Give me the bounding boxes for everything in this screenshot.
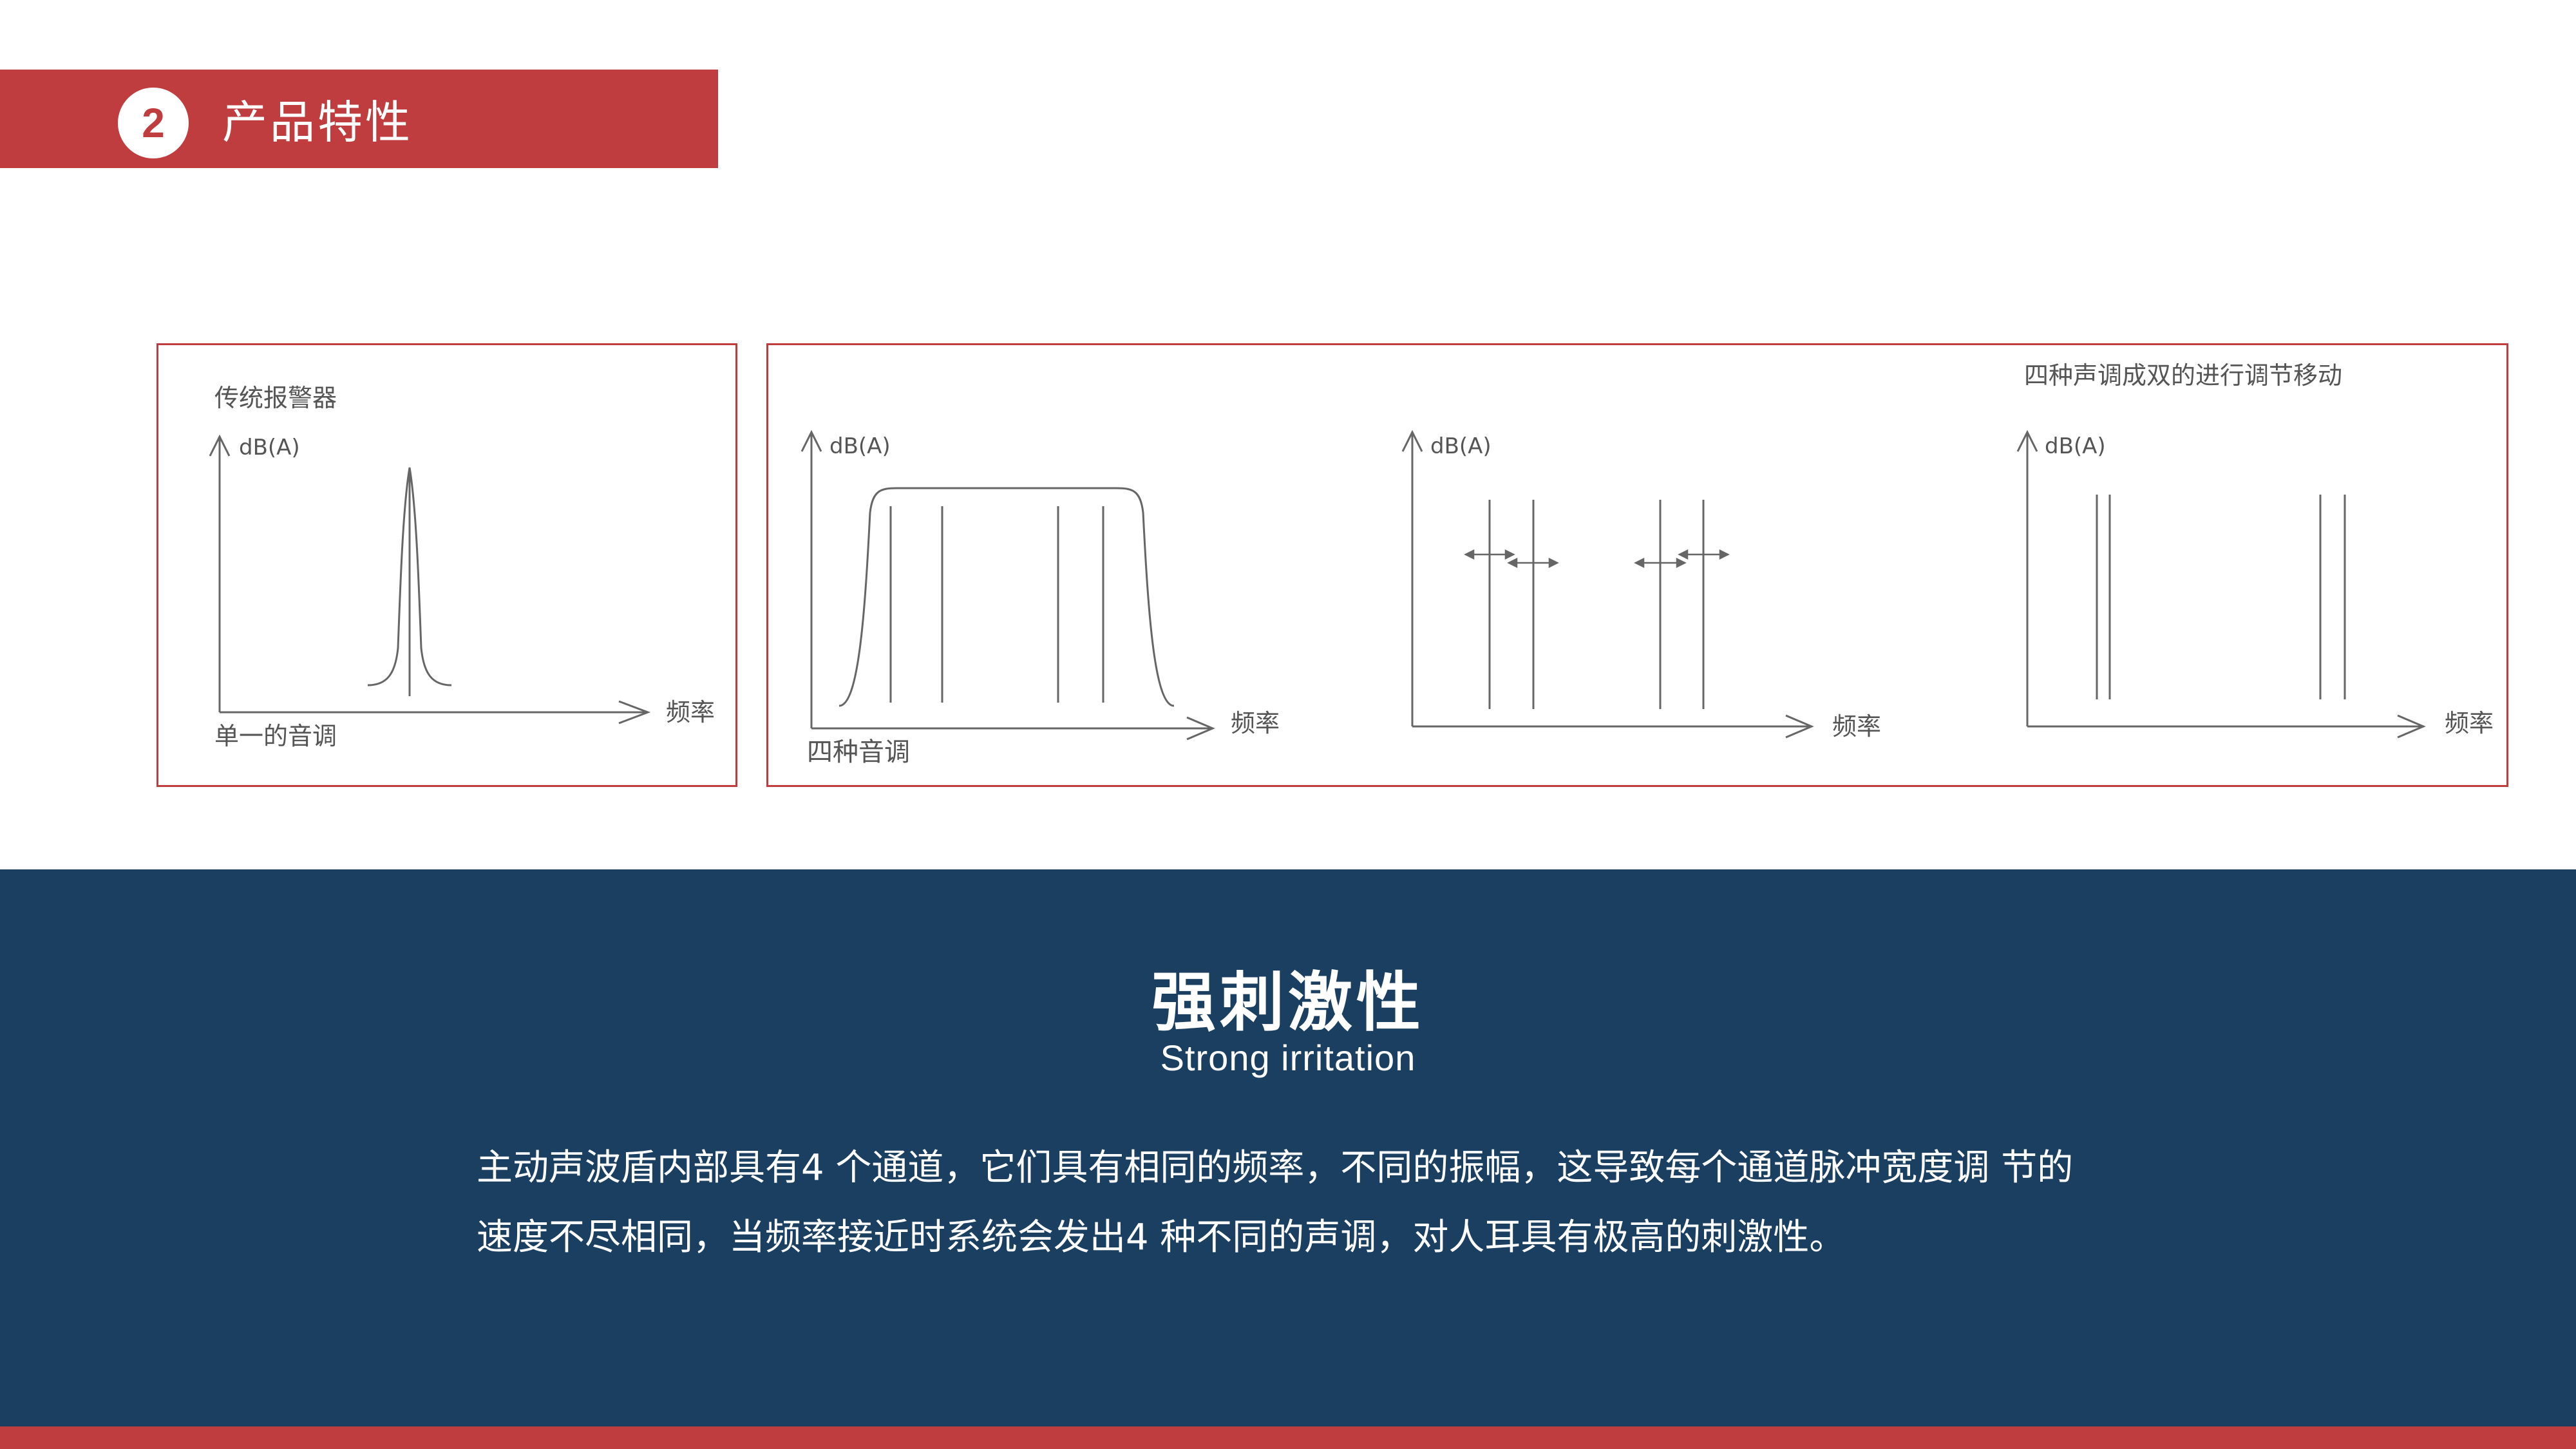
traditional-alarm-title: 传统报警器: [214, 384, 337, 412]
chart2-x-label: 频率: [1832, 712, 1881, 741]
section-header-title: 产品特性: [222, 96, 413, 149]
chart1-y-label: dB(A): [829, 433, 891, 459]
tone-shift-annotation: 四种声调成双的进行调节移动: [2024, 361, 2342, 390]
chart3-y-label: dB(A): [2045, 433, 2106, 459]
chart1-x-label: 频率: [1231, 709, 1280, 737]
four-tone-panel: 四种声调成双的进行调节移动 dB(A) 频率 四种音调 dB(A) 频率: [766, 343, 2508, 787]
traditional-alarm-panel: 传统报警器 dB(A) 频率 单一的音调: [156, 343, 737, 787]
shift-arrows: [1464, 549, 1730, 569]
four-tone-caption: 四种音调: [807, 737, 910, 767]
y-axis-label: dB(A): [239, 435, 300, 460]
section-number-badge: 2: [118, 88, 189, 158]
feature-subtitle: Strong irritation: [1160, 1037, 1416, 1078]
chart3-y-arrow: [2016, 430, 2038, 452]
bottom-accent-bar: [0, 1426, 2576, 1449]
single-tone-peak: [367, 467, 452, 687]
chart3-x-arrow: [2397, 714, 2426, 739]
body-line-2: 速度不尽相同，当频率接近时系统会发出4 种不同的声调，对人耳具有极高的刺激性。: [477, 1217, 1846, 1258]
feature-description-section: [0, 869, 2576, 1426]
body-line-1: 主动声波盾内部具有4 个通道，它们具有相同的频率，不同的振幅，这导致每个通道脉冲…: [477, 1147, 2074, 1189]
chart2-x-arrow: [1785, 714, 1814, 739]
y-axis-arrow: [209, 434, 231, 457]
chart2-y-label: dB(A): [1430, 433, 1492, 459]
feature-body-text: 主动声波盾内部具有4 个通道，它们具有相同的频率，不同的振幅，这导致每个通道脉冲…: [477, 1133, 2151, 1273]
four-tone-diagrams: 四种声调成双的进行调节移动 dB(A) 频率 四种音调 dB(A) 频率: [800, 361, 2494, 767]
chart3-x-label: 频率: [2445, 709, 2494, 737]
feature-title: 强刺激性: [1151, 965, 1425, 1040]
chart1-x-arrow: [1186, 716, 1215, 741]
broadband-envelope: [838, 487, 1175, 707]
single-tone-caption: 单一的音调: [214, 722, 337, 750]
four-tone-chart: dB(A) 频率 四种音调: [800, 430, 1280, 767]
x-axis-arrow: [618, 700, 651, 724]
x-axis-label: 频率: [666, 698, 715, 726]
chart1-y-arrow: [800, 430, 822, 452]
chart2-y-arrow: [1401, 430, 1423, 452]
paired-tone-chart: dB(A) 频率: [2016, 430, 2494, 739]
traditional-alarm-diagram: 传统报警器 dB(A) 频率 单一的音调: [209, 384, 715, 750]
tone-shift-chart: dB(A) 频率: [1401, 430, 1881, 741]
